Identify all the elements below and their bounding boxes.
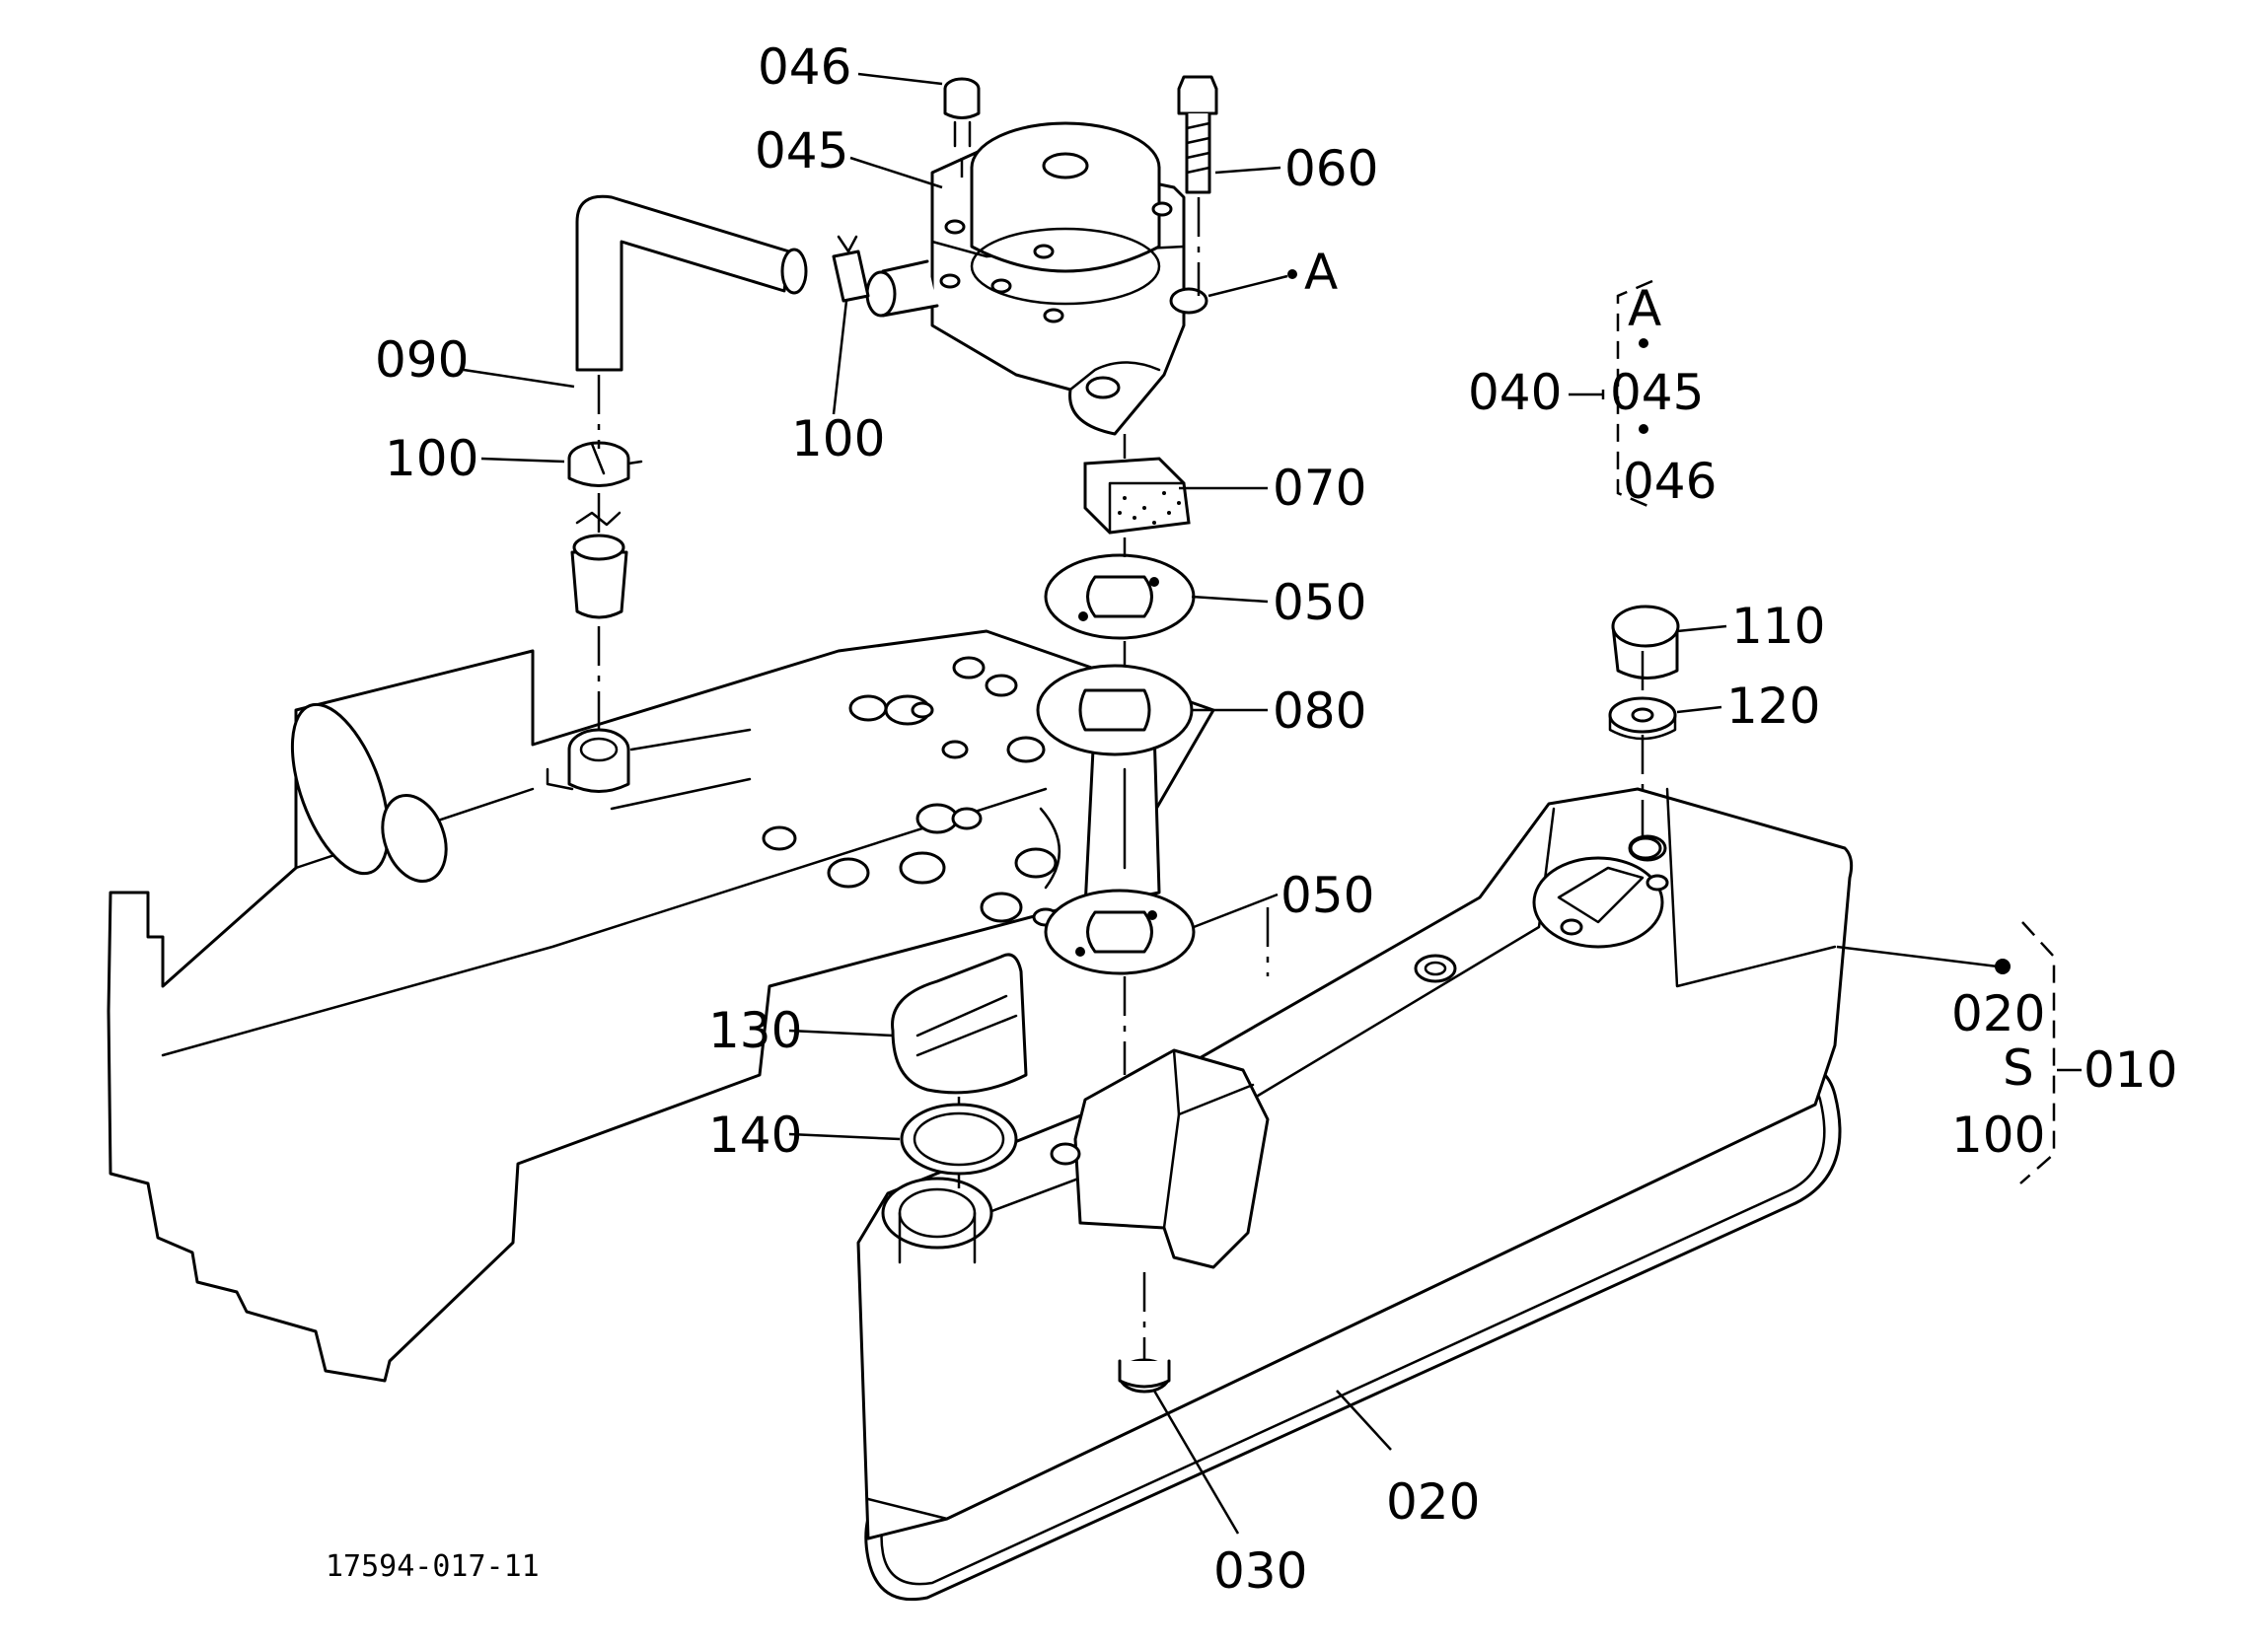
assembly-010-first: 020 xyxy=(1951,985,2045,1042)
assembly-040-member-046: 046 xyxy=(1623,453,1717,510)
callout-050-lower: 050 xyxy=(1280,867,1374,924)
valve-cover xyxy=(856,787,1854,1602)
callout-050-upper: 050 xyxy=(1273,574,1366,631)
callout-140: 140 xyxy=(708,1107,802,1164)
axis-lines xyxy=(597,158,1645,1361)
callout-046: 046 xyxy=(758,38,851,96)
assembly-040-marker: A xyxy=(1628,280,1661,337)
leader-lines xyxy=(463,72,2011,1535)
assembly-010-bracket xyxy=(2019,921,2082,1184)
callout-030: 030 xyxy=(1213,1542,1307,1600)
callout-130: 130 xyxy=(708,1002,802,1059)
callout-labels: 046 045 060 A 090 100 100 070 050 080 05… xyxy=(326,38,2177,1600)
breather-hose xyxy=(567,194,870,619)
cylinder-head xyxy=(107,629,1215,1383)
callout-120: 120 xyxy=(1726,678,1820,735)
callout-A: A xyxy=(1304,244,1338,301)
callout-060: 060 xyxy=(1284,140,1378,197)
cap-and-washer xyxy=(1608,605,1680,860)
callout-100-upper: 100 xyxy=(791,410,885,467)
callout-020: 020 xyxy=(1386,1473,1480,1531)
assembly-040-member-045: 045 xyxy=(1610,364,1704,421)
assembly-010-label: 010 xyxy=(2084,1041,2177,1099)
callout-070: 070 xyxy=(1273,460,1366,517)
oil-filler-cap xyxy=(891,953,1028,1176)
callout-045: 045 xyxy=(755,122,848,179)
assembly-040-bracket xyxy=(1569,279,1653,510)
assembly-010-range-mark: S xyxy=(2003,1039,2034,1097)
assembly-010-last: 100 xyxy=(1951,1107,2045,1164)
callout-090: 090 xyxy=(375,331,469,389)
callout-080: 080 xyxy=(1273,682,1366,740)
callout-100-lower: 100 xyxy=(385,430,478,487)
breather-assembly xyxy=(865,75,1218,975)
drawing-number: 17594-017-11 xyxy=(326,1549,540,1584)
assembly-040-label: 040 xyxy=(1468,364,1562,421)
callout-110: 110 xyxy=(1731,598,1825,655)
